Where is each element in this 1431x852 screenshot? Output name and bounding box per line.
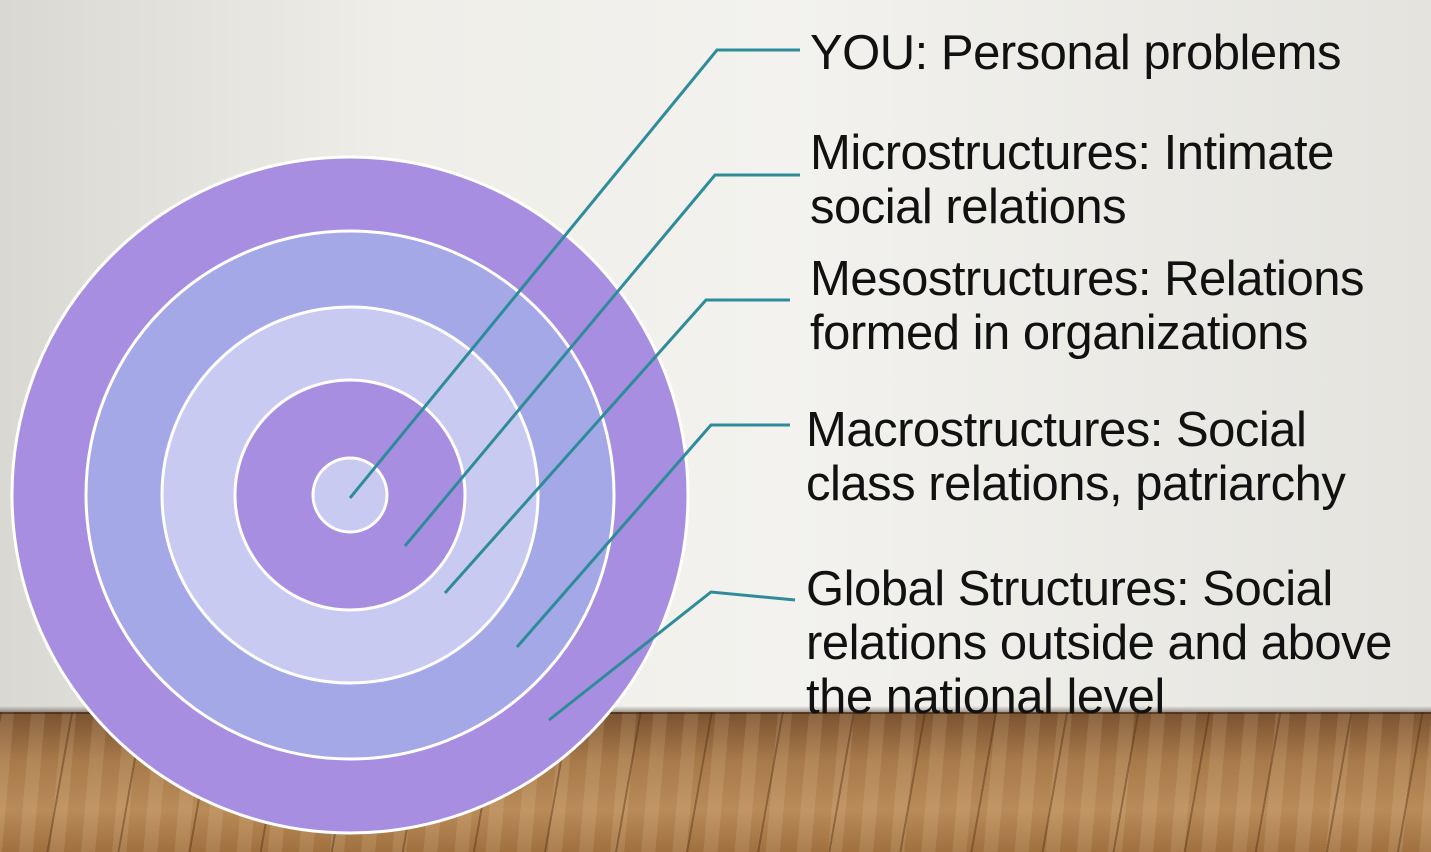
label-global-structures: Global Structures: Social relations outs… <box>806 562 1392 724</box>
connector-you <box>348 48 800 499</box>
label-mesostructures: Mesostructures: Relations formed in orga… <box>810 252 1364 360</box>
floor-shadow-edge <box>0 706 1431 714</box>
label-you-personal-problems: YOU: Personal problems <box>810 26 1341 80</box>
connector-meso <box>443 298 790 594</box>
ring-you <box>311 456 389 534</box>
connector-micro <box>403 173 800 547</box>
connector-global <box>548 590 796 722</box>
label-microstructures: Microstructures: Intimate social relatio… <box>810 126 1334 234</box>
label-macrostructures: Macrostructures: Social class relations,… <box>806 403 1346 511</box>
connector-macro <box>515 423 790 648</box>
